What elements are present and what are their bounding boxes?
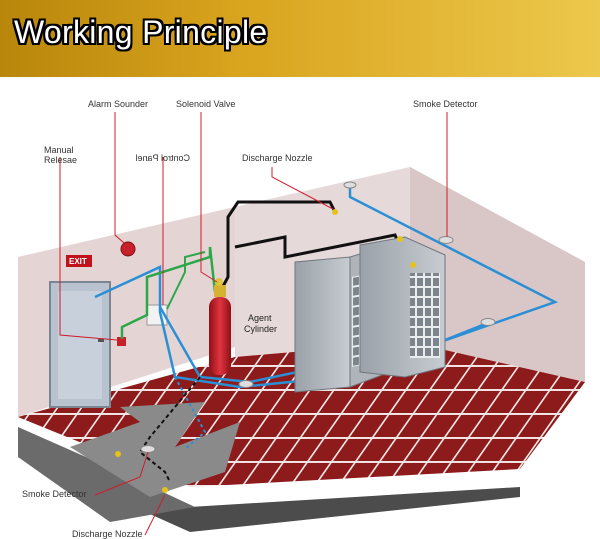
label-discharge-nozzle-top: Discharge Nozzle bbox=[242, 153, 313, 163]
label-manual-release-2: Relesae bbox=[44, 155, 77, 165]
agent-pipe-branch bbox=[234, 233, 402, 259]
cylinder-valve bbox=[214, 285, 226, 297]
control-wiring-2 bbox=[166, 251, 206, 310]
exit-sign-label: EXIT bbox=[69, 257, 87, 266]
alarm-sounder-icon bbox=[120, 241, 136, 257]
discharge-nozzle-icon bbox=[115, 451, 121, 457]
sub-floor-plate bbox=[18, 427, 195, 522]
label-smoke-detector-bottom: Smoke Detector bbox=[22, 489, 87, 499]
agent-pipe bbox=[218, 200, 337, 293]
header-banner: Working Principle bbox=[0, 0, 600, 77]
smoke-detector-icon bbox=[480, 318, 496, 326]
smoke-detector-icon bbox=[438, 236, 454, 244]
door-handle bbox=[98, 339, 104, 342]
right-wall bbox=[410, 167, 585, 382]
solenoid-valve bbox=[215, 278, 223, 286]
cabinet-right-vent bbox=[410, 273, 440, 358]
control-wiring bbox=[120, 246, 217, 339]
discharge-nozzle-icon bbox=[162, 487, 168, 493]
smoke-detector-icon bbox=[140, 445, 156, 453]
exit-sign bbox=[66, 255, 92, 267]
smoke-detector-icon bbox=[238, 380, 254, 388]
label-alarm-sounder: Alarm Sounder bbox=[88, 99, 148, 109]
discharge-nozzle-icon bbox=[410, 262, 416, 268]
detection-wiring bbox=[94, 187, 559, 389]
label-discharge-nozzle-bottom: Discharge Nozzle bbox=[72, 529, 143, 539]
label-smoke-detector-top: Smoke Detector bbox=[413, 99, 478, 109]
agent-pipe-floor bbox=[138, 376, 201, 483]
smoke-detector-icon bbox=[343, 181, 357, 189]
manual-release bbox=[117, 337, 126, 346]
label-manual-release-1: Manual bbox=[44, 145, 74, 155]
discharge-nozzle-icon bbox=[397, 236, 403, 242]
agent-cylinder-icon bbox=[209, 297, 231, 375]
page-title: Working Principle bbox=[14, 14, 268, 50]
system-diagram: EXIT Alarm Sounde bbox=[18, 99, 585, 539]
callout-lines bbox=[59, 112, 448, 536]
exit-door-panel bbox=[58, 291, 102, 399]
label-agent-cylinder-2: Cylinder bbox=[244, 324, 277, 334]
discharge-nozzle-icon bbox=[332, 209, 338, 215]
cabinet-left bbox=[294, 256, 351, 393]
label-agent-cylinder-1: Agent bbox=[248, 313, 272, 323]
label-solenoid-valve: Solenoid Valve bbox=[176, 99, 235, 109]
label-control-panel: Control Panel bbox=[135, 153, 190, 163]
